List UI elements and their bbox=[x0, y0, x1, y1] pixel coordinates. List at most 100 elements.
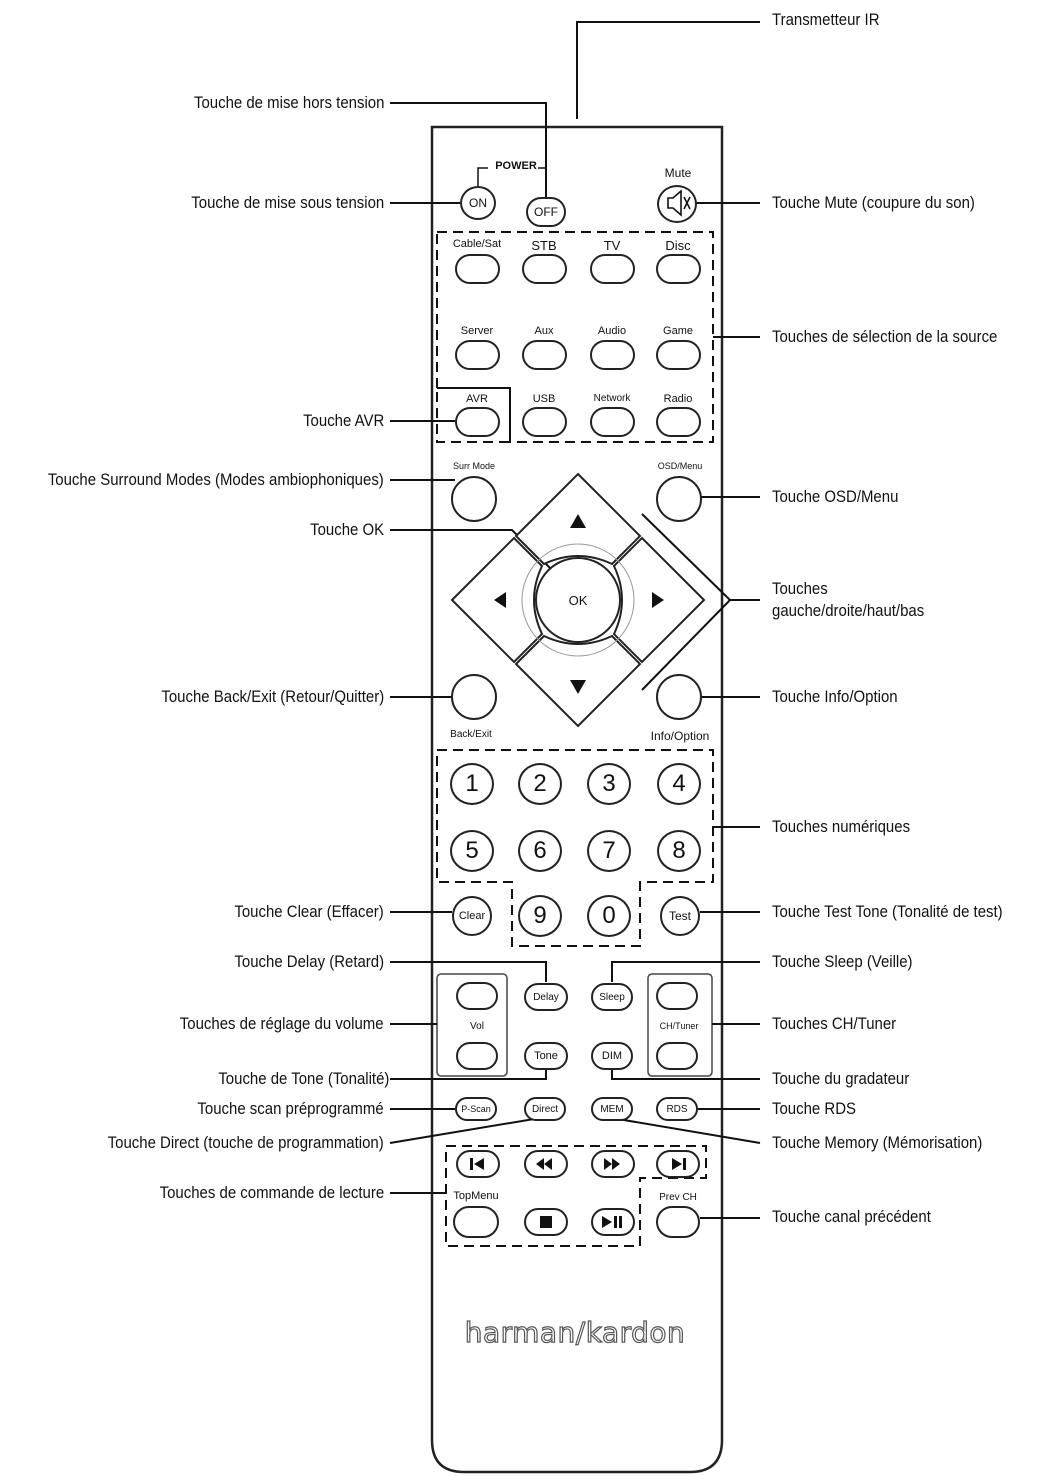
top-menu-label: TopMenu bbox=[453, 1190, 499, 1202]
test-tone-button[interactable]: Test bbox=[660, 896, 700, 936]
ch-down-button[interactable] bbox=[656, 1042, 698, 1070]
callout-pscan: Touche scan préprogrammé bbox=[197, 1099, 384, 1118]
source-label-server: Server bbox=[460, 325, 494, 337]
source-label-cable-sat: Cable/Sat bbox=[452, 238, 502, 250]
nav-up-button[interactable] bbox=[520, 486, 636, 546]
callout-memory: Touche Memory (Mémorisation) bbox=[772, 1133, 983, 1152]
sleep-button[interactable]: Sleep bbox=[591, 983, 633, 1011]
pscan-button[interactable]: P-Scan bbox=[455, 1097, 497, 1121]
source-cable-sat-button[interactable] bbox=[455, 254, 500, 284]
callout-playback: Touches de commande de lecture bbox=[159, 1183, 384, 1202]
digit-0-button[interactable]: 0 bbox=[587, 895, 631, 937]
callout-sleep: Touche Sleep (Veille) bbox=[772, 952, 913, 971]
mute-label: Mute bbox=[664, 166, 692, 180]
play-pause-button[interactable] bbox=[591, 1208, 635, 1236]
prev-ch-button[interactable] bbox=[656, 1206, 700, 1238]
prev-ch-label: Prev CH bbox=[659, 1192, 697, 1203]
callout-surround: Touche Surround Modes (Modes ambiophoniq… bbox=[48, 470, 384, 489]
source-game-button[interactable] bbox=[656, 340, 701, 370]
digit-3-button[interactable]: 3 bbox=[587, 763, 631, 805]
source-label-radio: Radio bbox=[663, 393, 693, 405]
ch-up-button[interactable] bbox=[656, 982, 698, 1010]
mute-button[interactable] bbox=[657, 185, 697, 223]
ch-tuner-label: CH/Tuner bbox=[659, 1021, 699, 1031]
callout-direct: Touche Direct (touche de programmation) bbox=[107, 1133, 384, 1152]
volume-up-button[interactable] bbox=[456, 982, 498, 1010]
volume-down-button[interactable] bbox=[456, 1042, 498, 1070]
source-network-button[interactable] bbox=[590, 407, 635, 437]
digit-4-button[interactable]: 4 bbox=[657, 763, 701, 805]
callout-off: Touche de mise hors tension bbox=[193, 93, 384, 112]
nav-left-button[interactable] bbox=[460, 560, 530, 640]
callout-volume: Touches de réglage du volume bbox=[180, 1014, 384, 1033]
callout-dim: Touche du gradateur bbox=[772, 1069, 910, 1088]
surr-mode-label: Surr Mode bbox=[452, 461, 496, 471]
brand-logo: harman/kardon bbox=[464, 1315, 686, 1349]
source-label-aux: Aux bbox=[534, 325, 554, 337]
fast-forward-button[interactable] bbox=[591, 1150, 635, 1178]
tone-button[interactable]: Tone bbox=[524, 1042, 568, 1070]
avr-button[interactable] bbox=[455, 407, 500, 437]
digit-5-button[interactable]: 5 bbox=[450, 830, 494, 872]
skip-forward-button[interactable] bbox=[656, 1150, 700, 1178]
osd-menu-label: OSD/Menu bbox=[657, 461, 703, 471]
source-stb-button[interactable] bbox=[522, 254, 567, 284]
digit-9-button[interactable]: 9 bbox=[518, 895, 562, 937]
callout-osd: Touche OSD/Menu bbox=[772, 487, 899, 506]
source-server-button[interactable] bbox=[455, 340, 500, 370]
stop-button[interactable] bbox=[524, 1208, 568, 1236]
callout-ir: Transmetteur IR bbox=[772, 10, 880, 29]
info-option-label: Info/Option bbox=[650, 729, 710, 743]
nav-down-button[interactable] bbox=[520, 654, 636, 714]
source-radio-button[interactable] bbox=[656, 407, 701, 437]
source-label-game: Game bbox=[663, 325, 693, 337]
source-label-disc: Disc bbox=[665, 238, 691, 253]
callout-ok: Touche OK bbox=[309, 520, 384, 539]
delay-button[interactable]: Delay bbox=[524, 983, 568, 1011]
callout-test: Touche Test Tone (Tonalité de test) bbox=[772, 902, 1003, 921]
back-exit-label: Back/Exit bbox=[450, 729, 492, 740]
direct-button[interactable]: Direct bbox=[524, 1097, 566, 1121]
callout-back: Touche Back/Exit (Retour/Quitter) bbox=[161, 687, 384, 706]
power-on-button[interactable]: ON bbox=[460, 186, 496, 220]
back-exit-button[interactable] bbox=[451, 674, 497, 720]
source-label-network: Network bbox=[593, 393, 631, 404]
digit-8-button[interactable]: 8 bbox=[657, 830, 701, 872]
source-label-stb: STB bbox=[531, 238, 557, 253]
source-label-avr: AVR bbox=[466, 393, 488, 405]
rds-button[interactable]: RDS bbox=[656, 1097, 698, 1121]
top-menu-button[interactable] bbox=[453, 1206, 499, 1238]
callout-clear: Touche Clear (Effacer) bbox=[234, 902, 384, 921]
dim-button[interactable]: DIM bbox=[591, 1042, 633, 1070]
digit-1-button[interactable]: 1 bbox=[450, 763, 494, 805]
rewind-button[interactable] bbox=[524, 1150, 568, 1178]
source-disc-button[interactable] bbox=[656, 254, 701, 284]
callout-rds: Touche RDS bbox=[772, 1099, 856, 1118]
callout-avr: Touche AVR bbox=[302, 411, 384, 430]
callout-arrows-1: Touches bbox=[772, 579, 828, 598]
callout-delay: Touche Delay (Retard) bbox=[234, 952, 384, 971]
power-off-button[interactable]: OFF bbox=[526, 197, 566, 227]
skip-back-button[interactable] bbox=[456, 1150, 500, 1178]
digit-7-button[interactable]: 7 bbox=[587, 830, 631, 872]
digit-6-button[interactable]: 6 bbox=[518, 830, 562, 872]
clear-button[interactable]: Clear bbox=[452, 896, 492, 936]
source-label-tv: TV bbox=[603, 238, 621, 253]
mem-button[interactable]: MEM bbox=[591, 1097, 633, 1121]
source-audio-button[interactable] bbox=[590, 340, 635, 370]
ok-button[interactable]: OK bbox=[568, 592, 588, 608]
surround-mode-button[interactable] bbox=[451, 476, 497, 522]
source-label-audio: Audio bbox=[597, 325, 627, 337]
osd-menu-button[interactable] bbox=[656, 476, 702, 522]
callout-prevch: Touche canal précédent bbox=[772, 1207, 931, 1226]
callout-info: Touche Info/Option bbox=[772, 687, 898, 706]
info-option-button[interactable] bbox=[656, 674, 702, 720]
source-usb-button[interactable] bbox=[522, 407, 567, 437]
source-aux-button[interactable] bbox=[522, 340, 567, 370]
callout-arrows-2: gauche/droite/haut/bas bbox=[772, 601, 925, 620]
source-tv-button[interactable] bbox=[590, 254, 635, 284]
nav-right-button[interactable] bbox=[626, 560, 696, 640]
digit-2-button[interactable]: 2 bbox=[518, 763, 562, 805]
